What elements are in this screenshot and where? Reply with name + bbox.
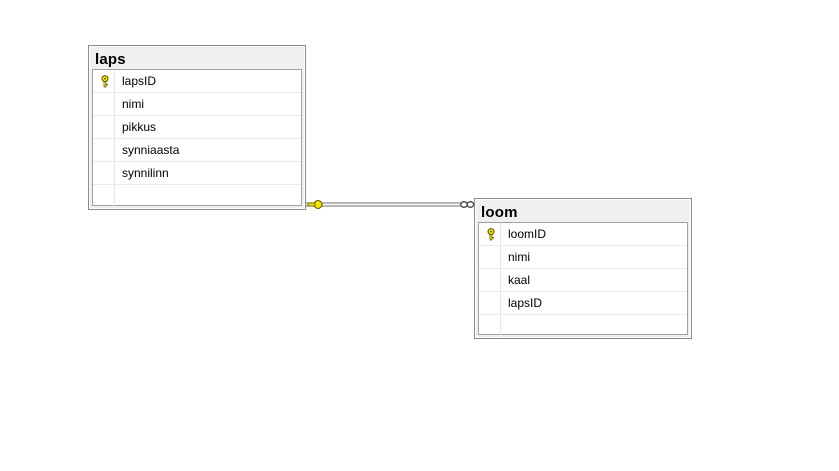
column-name: nimi bbox=[508, 250, 531, 264]
table-title-laps[interactable]: laps bbox=[95, 51, 126, 68]
row-gutter bbox=[93, 70, 115, 92]
column-name: pikkus bbox=[122, 120, 157, 134]
row-gutter bbox=[93, 93, 115, 115]
column-row[interactable]: lapsID bbox=[93, 70, 301, 93]
table-laps[interactable]: laps lapsID nimi pikkus synniaasta bbox=[88, 45, 306, 210]
column-row[interactable]: synnilinn bbox=[93, 162, 301, 185]
column-name: loomID bbox=[508, 227, 547, 241]
column-row[interactable]: kaal bbox=[479, 269, 687, 292]
column-name: kaal bbox=[508, 273, 531, 287]
row-gutter bbox=[93, 139, 115, 161]
column-row[interactable]: lapsID bbox=[479, 292, 687, 315]
column-row-empty[interactable] bbox=[479, 315, 687, 338]
row-gutter bbox=[93, 185, 115, 207]
column-row[interactable]: synniaasta bbox=[93, 139, 301, 162]
column-row[interactable]: pikkus bbox=[93, 116, 301, 139]
column-name: lapsID bbox=[122, 74, 157, 88]
relationship-many-infinity-icon bbox=[460, 201, 475, 208]
primary-key-icon bbox=[487, 228, 495, 241]
column-grid-loom: loomID nimi kaal lapsID bbox=[478, 222, 688, 338]
row-gutter bbox=[479, 246, 501, 268]
table-title-loom[interactable]: loom bbox=[481, 204, 518, 221]
column-name: nimi bbox=[122, 97, 145, 111]
table-loom[interactable]: loom loomID nimi kaal lapsID bbox=[474, 198, 692, 339]
row-gutter bbox=[479, 223, 501, 245]
column-name: synniaasta bbox=[122, 143, 180, 157]
column-row[interactable]: nimi bbox=[479, 246, 687, 269]
column-grid-laps: lapsID nimi pikkus synniaasta synnilinn bbox=[92, 69, 302, 208]
row-gutter bbox=[93, 116, 115, 138]
row-gutter bbox=[479, 292, 501, 314]
column-row[interactable]: nimi bbox=[93, 93, 301, 116]
row-gutter bbox=[93, 162, 115, 184]
column-row[interactable]: loomID bbox=[479, 223, 687, 246]
row-gutter bbox=[479, 315, 501, 337]
primary-key-icon bbox=[101, 75, 109, 88]
column-row-empty[interactable] bbox=[93, 185, 301, 208]
relationship-one-key-icon bbox=[307, 200, 323, 209]
column-name: synnilinn bbox=[122, 166, 169, 180]
column-name: lapsID bbox=[508, 296, 543, 310]
row-gutter bbox=[479, 269, 501, 291]
